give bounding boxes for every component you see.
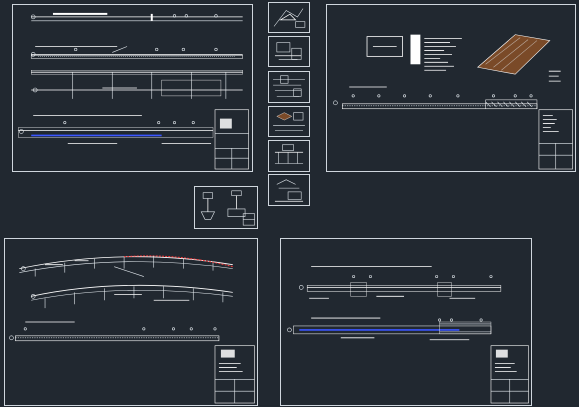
detail-panel-6-drawing (274, 179, 304, 202)
sheet-bottom-left-drawing (9, 255, 255, 404)
detail-panel-7[interactable] (194, 186, 258, 229)
detail-panel-7-drawing (200, 190, 255, 226)
detail-panel-5[interactable] (268, 140, 310, 172)
detail-panel-1-drawing (273, 8, 306, 28)
detail-panel-5-drawing (274, 144, 304, 164)
sheet-top-left[interactable] (12, 4, 253, 172)
detail-panel-4[interactable] (268, 106, 310, 137)
sheet-top-right[interactable] (326, 4, 576, 172)
sheet-bottom-right[interactable] (280, 238, 532, 406)
detail-panel-3-drawing (273, 75, 305, 97)
detail-panel-1[interactable] (268, 2, 310, 33)
sheet-top-left-drawing (18, 12, 249, 170)
sheet-top-right-drawing (333, 34, 573, 170)
detail-panel-2-drawing (274, 42, 302, 60)
detail-panel-6[interactable] (268, 174, 310, 206)
detail-panel-3[interactable] (268, 71, 310, 103)
detail-panel-4-drawing (273, 112, 305, 131)
sheet-bottom-right-drawing (287, 266, 529, 404)
sheet-bottom-left[interactable] (4, 238, 258, 406)
detail-panel-2[interactable] (268, 36, 310, 67)
